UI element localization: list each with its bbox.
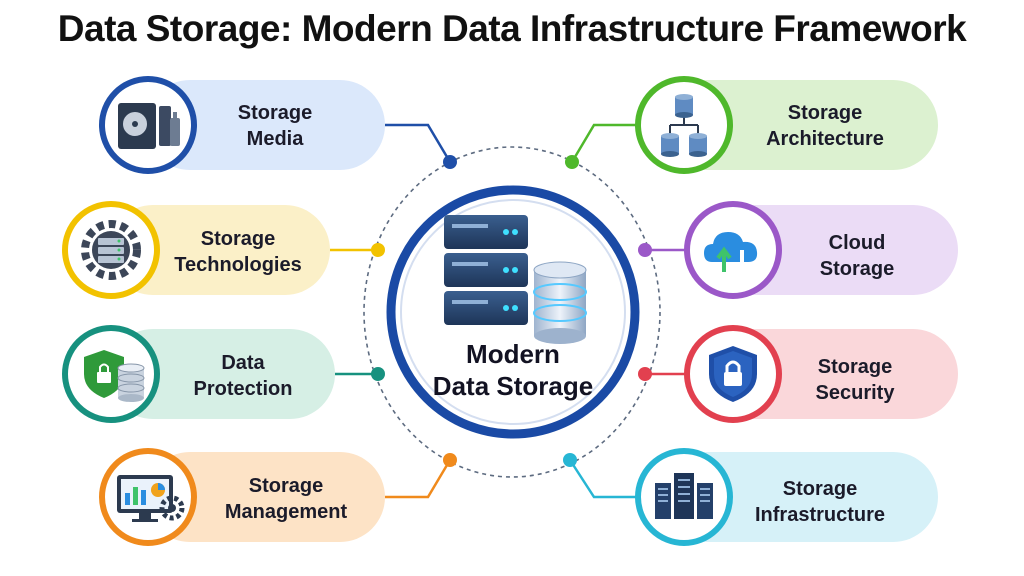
connector-dot	[638, 367, 652, 381]
center-label: Modern Data Storage	[432, 339, 594, 401]
hard-drive-icon	[118, 103, 180, 149]
pill-data-protection	[108, 329, 335, 419]
database-hierarchy-icon	[661, 94, 707, 157]
connector-dot	[565, 155, 579, 169]
connector-dot	[443, 155, 457, 169]
connector-dot	[443, 453, 457, 467]
connector-dot	[371, 243, 385, 257]
connector-dot	[563, 453, 577, 467]
monitor-dashboard-icon	[117, 475, 185, 522]
server-racks-icon	[655, 473, 713, 519]
connector-dot	[638, 243, 652, 257]
connector-dot	[371, 367, 385, 381]
pill-storage-management	[145, 452, 385, 542]
connector-storage-infrastructure	[568, 459, 640, 499]
node-storage-media-icon-circle	[99, 76, 197, 174]
node-storage-security-icon-circle	[684, 325, 782, 423]
node-storage-management-icon-circle	[99, 448, 197, 546]
node-storage-infrastructure-icon-circle	[635, 448, 733, 546]
connector-storage-media	[385, 123, 452, 163]
shield-lock-icon	[84, 350, 145, 402]
page-title: Data Storage: Modern Data Infrastructure…	[57, 8, 967, 49]
node-cloud-storage-icon-circle	[684, 201, 782, 299]
cloud-sync-icon	[704, 232, 758, 276]
node-label-data-protection: Data Protection	[193, 352, 293, 400]
pill-storage-media	[145, 80, 385, 170]
dashed-orbit	[363, 146, 661, 478]
connector-storage-architecture	[570, 123, 640, 163]
node-label-storage-architecture: Storage Architecture	[766, 102, 884, 150]
node-label-storage-technologies: Storage Technologies	[174, 228, 302, 276]
pill-storage-technologies	[108, 205, 330, 295]
node-label-storage-media: Storage Media	[237, 102, 313, 150]
node-label-storage-management: Storage Management	[224, 475, 348, 523]
shield-lock-icon	[709, 346, 757, 402]
connector-storage-management	[385, 459, 452, 499]
node-storage-technologies-icon-circle	[62, 201, 160, 299]
node-label-cloud-storage: Cloud Storage	[819, 232, 895, 280]
node-label-storage-infrastructure: Storage Infrastructure	[754, 478, 886, 526]
node-storage-architecture-icon-circle	[635, 76, 733, 174]
server-database-icon	[444, 215, 587, 344]
node-data-protection-icon-circle	[62, 325, 160, 423]
gear-server-icon	[81, 220, 141, 280]
node-label-storage-security: Storage Security	[815, 356, 895, 404]
